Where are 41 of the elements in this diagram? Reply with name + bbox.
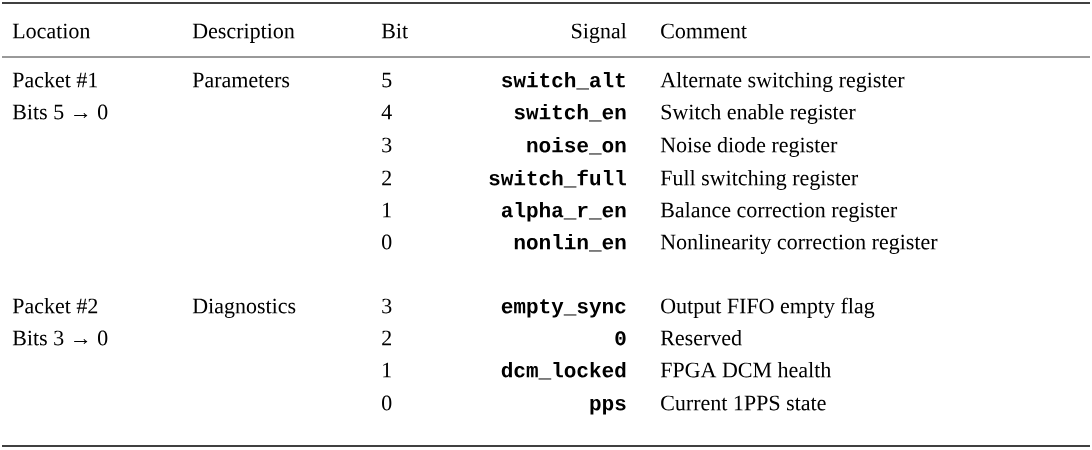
signal-name: dcm_locked	[501, 362, 626, 380]
comment-text: Output FIFO empty flag	[661, 297, 875, 318]
bit-number: 1	[383, 362, 391, 378]
bit-number: 2	[382, 170, 391, 186]
signal-name: nonlin_en	[514, 234, 626, 252]
bit-number: 5	[382, 72, 392, 88]
description-label: Diagnostics	[192, 298, 296, 318]
column-header: Signal	[572, 22, 627, 43]
bit-number: 2	[382, 330, 391, 346]
signal-name: noise_on	[527, 137, 626, 155]
location-label: Packet #2	[12, 297, 98, 314]
signal-name: switch_en	[514, 104, 626, 122]
bit-number: 1	[383, 202, 391, 218]
bit-number: 4	[381, 104, 392, 120]
signal-name: empty_sync	[501, 299, 626, 318]
comment-text: Switch enable register	[661, 103, 856, 124]
comment-text: Nonlinearity correction register	[660, 233, 938, 254]
signal-name: pps	[590, 398, 626, 415]
bit-number: 3	[382, 298, 392, 314]
comment-text: Current 1PPS state	[661, 395, 826, 411]
comment-text: Balance correction register	[660, 201, 898, 222]
comment-text: FPGA DCM health	[660, 361, 832, 378]
description-label: Parameters	[192, 72, 290, 88]
column-header: Bit	[381, 23, 408, 39]
signal-name: 0	[615, 331, 626, 346]
signal-name: switch_alt	[502, 72, 625, 90]
location-label: Bits 5 → 0	[12, 104, 108, 120]
bit-number: 0	[382, 234, 392, 250]
column-header: Location	[12, 23, 91, 39]
comment-text: Noise diode register	[660, 136, 838, 157]
signal-name: alpha_r_en	[501, 202, 626, 222]
column-header: Comment	[661, 23, 747, 39]
bit-number: 3	[382, 137, 392, 153]
comment-text: Full switching register	[660, 169, 858, 190]
comment-text: Alternate switching register	[660, 71, 905, 92]
location-label: Bits 3 → 0	[12, 330, 108, 346]
comment-text: Reserved	[660, 329, 742, 346]
signal-name: switch_full	[489, 169, 626, 188]
location-label: Packet #1	[12, 71, 98, 88]
column-header: Description	[192, 23, 295, 43]
bit-number: 0	[382, 395, 392, 411]
